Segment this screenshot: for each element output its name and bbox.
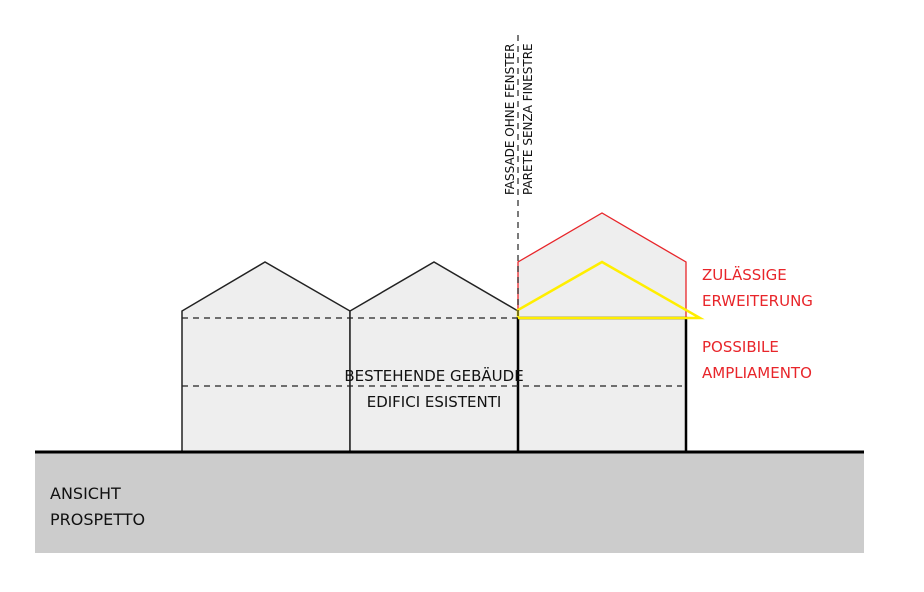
existing-building-1 [181, 261, 351, 453]
facade-label-it: PARETE SENZA FINESTRE [521, 43, 535, 195]
ground [35, 452, 864, 553]
existing-buildings-label: BESTEHENDE GEBÄUDE EDIFICI ESISTENTI [300, 363, 568, 415]
extension-de-line1: ZULÄSSIGE [702, 266, 787, 284]
extension-it-line2: AMPLIAMENTO [702, 364, 812, 382]
view-label: ANSICHT PROSPETTO [50, 481, 145, 533]
existing-label-it: EDIFICI ESISTENTI [366, 393, 502, 411]
existing-building-3 [516, 316, 688, 454]
facade-label-de: FASSADE OHNE FENSTER [503, 43, 517, 195]
extension-it-line1: POSSIBILE [702, 338, 779, 356]
extension-de-line2: ERWEITERUNG [702, 292, 813, 310]
existing-building-2 [349, 261, 519, 453]
view-label-de: ANSICHT [50, 484, 121, 503]
extension-label-it: POSSIBILE AMPLIAMENTO [702, 334, 812, 386]
existing-label-de: BESTEHENDE GEBÄUDE [344, 367, 524, 385]
permitted-extension [517, 212, 687, 319]
extension-label-de: ZULÄSSIGE ERWEITERUNG [702, 262, 813, 314]
view-label-it: PROSPETTO [50, 510, 146, 529]
